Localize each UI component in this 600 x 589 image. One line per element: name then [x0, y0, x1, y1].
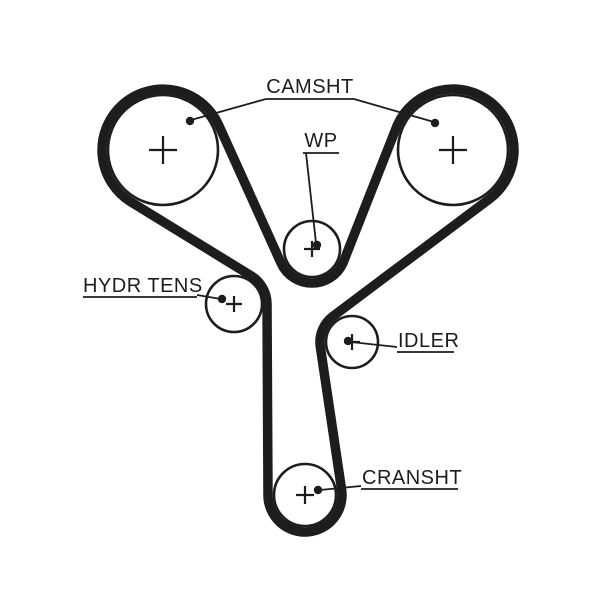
timing-belt [97, 84, 519, 537]
camshaft-left-center-mark [149, 136, 177, 164]
camshaft-right-center-mark [439, 136, 467, 164]
water-pump-leader [305, 152, 317, 244]
camshaft-leader-right [353, 98, 435, 123]
water-pump-label: WP [304, 130, 337, 152]
camshaft-label: CAMSHT [266, 76, 353, 98]
crankshaft-center-mark [296, 486, 314, 504]
crankshaft-label: CRANSHT [362, 467, 462, 489]
tensioner-center-mark [226, 296, 242, 312]
tensioner-anchor-dot [217, 294, 227, 304]
camshaft-left-anchor-dot [185, 116, 195, 126]
idler-anchor-dot [343, 336, 353, 346]
idler-leader [350, 341, 398, 348]
crankshaft-leader [319, 485, 362, 491]
tensioner-label: HYDR TENS [83, 275, 203, 297]
crankshaft-anchor-dot [313, 485, 323, 495]
idler-label: IDLER [398, 330, 459, 352]
camshaft-right-anchor-dot [430, 118, 440, 128]
water-pump-anchor-dot [312, 240, 322, 250]
camshaft-leader-left [190, 98, 267, 121]
tensioner-leader [196, 294, 222, 300]
